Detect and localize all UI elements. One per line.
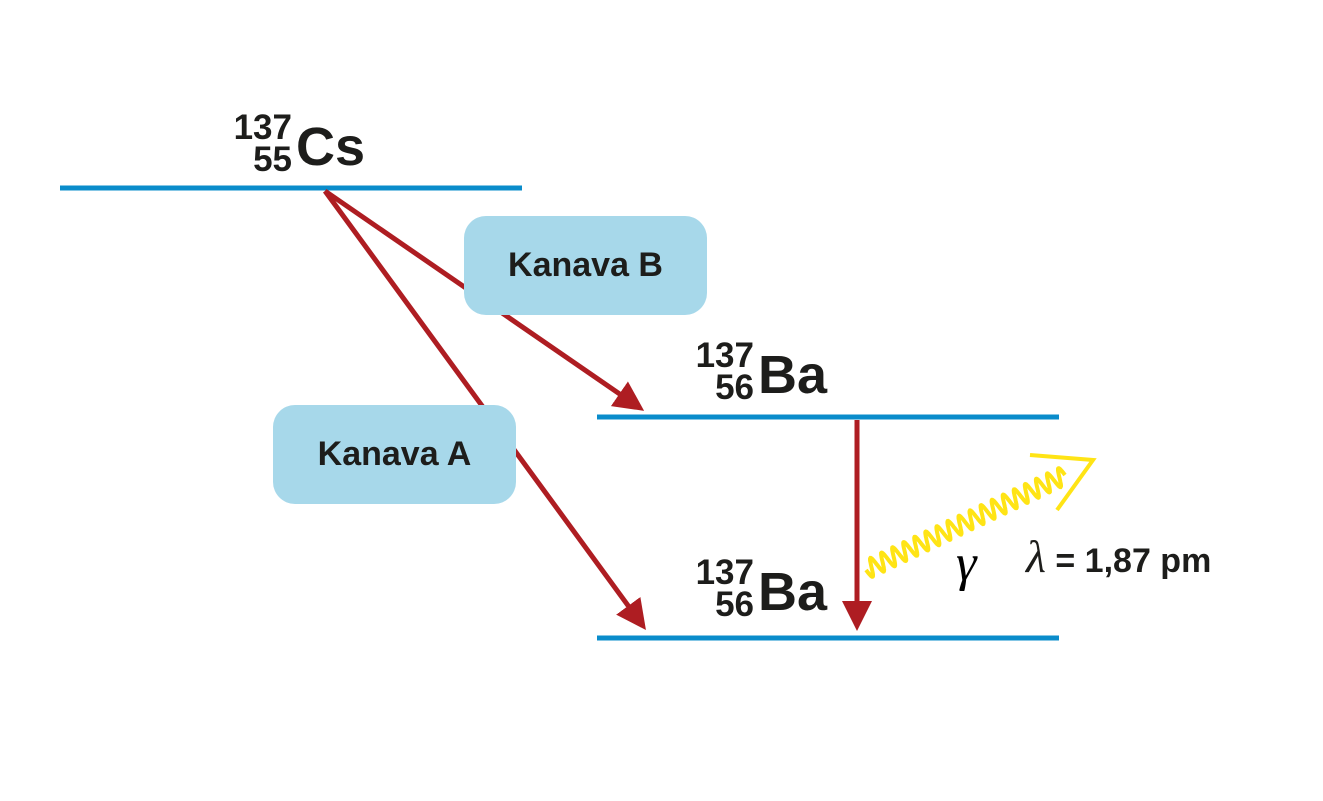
lambda-symbol: λ — [1026, 531, 1046, 582]
photon-wave — [864, 466, 1067, 579]
channel-b-label: Kanava B — [464, 216, 707, 315]
cs-atomic-number: 55 — [253, 140, 292, 179]
ba-ground-atomic-number: 56 — [715, 585, 754, 624]
wavelength-value: = 1,87 pm — [1045, 542, 1212, 580]
photon-arrowhead — [1029, 453, 1097, 512]
ba-excited-mass-number: 137 — [695, 336, 754, 375]
wavelength-label: λ = 1,87 pm — [1026, 530, 1211, 583]
ba-ground-symbol: Ba — [758, 562, 828, 622]
ba-excited-atomic-number: 56 — [715, 368, 754, 407]
ba-ground-mass-number: 137 — [695, 553, 754, 592]
cs-symbol: Cs — [296, 117, 366, 177]
channel-a-label: Kanava A — [273, 405, 516, 504]
gamma-symbol: γ — [956, 535, 977, 592]
ba-excited-symbol: Ba — [758, 345, 828, 405]
cs-mass-number: 137 — [233, 108, 292, 147]
